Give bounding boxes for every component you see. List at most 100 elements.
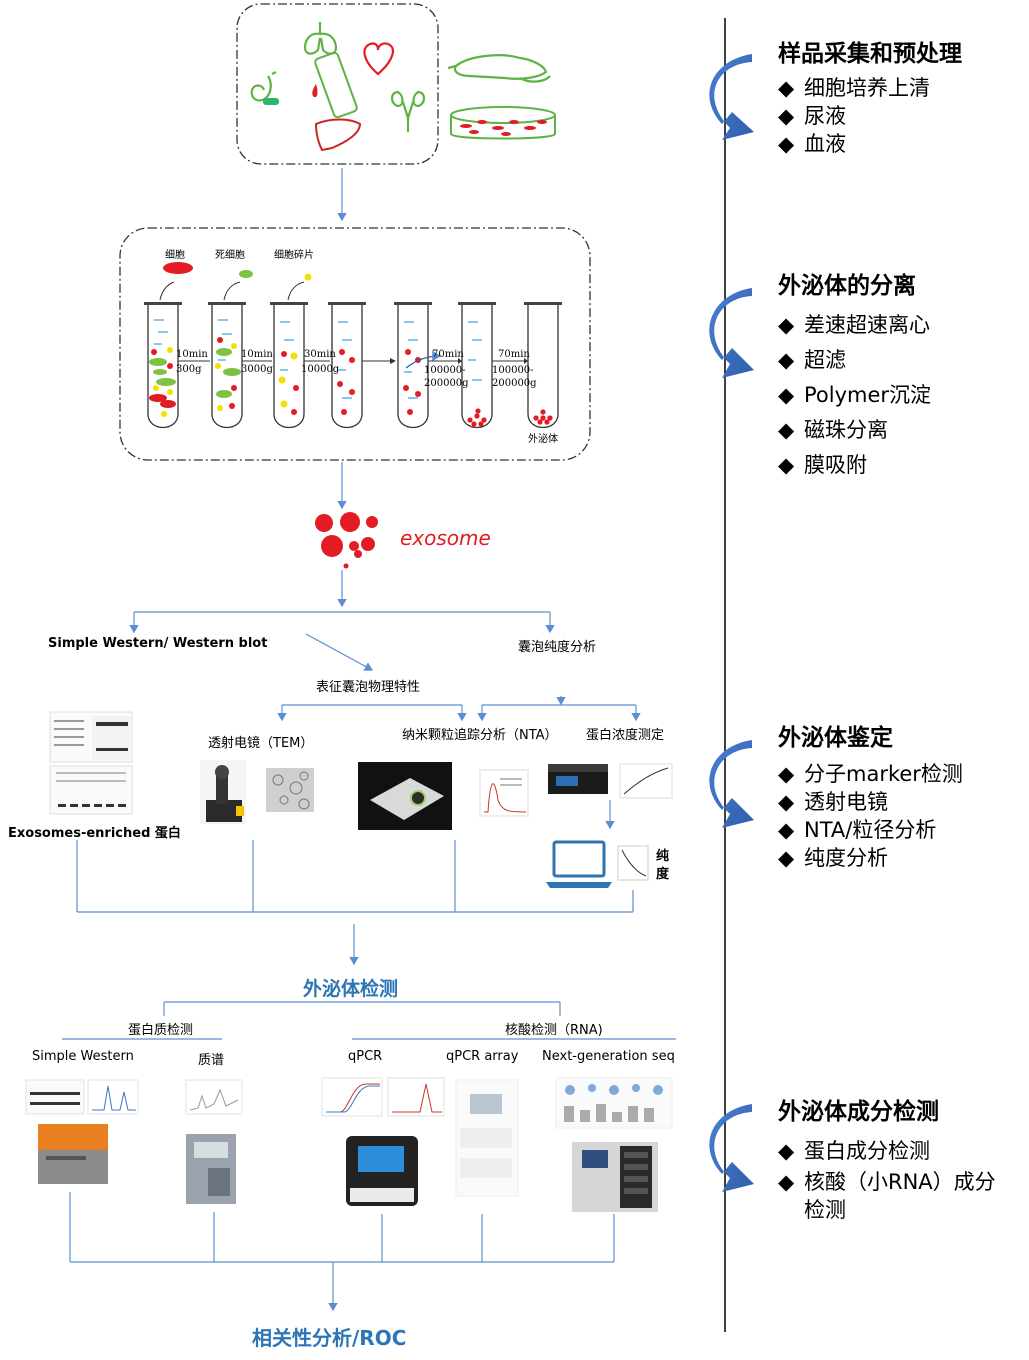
simple-western-instrument-image [38,1124,108,1184]
kidney-icon [390,90,426,132]
diamond-bullet-icon: ◆ [778,313,795,337]
diamond-bullet-icon: ◆ [778,453,795,477]
sequencer-image [572,1142,658,1212]
step2-time: 10min [241,349,273,360]
nta-label: 纳米颗粒追踪分析（NTA） [402,728,558,743]
diamond-bullet-icon: ◆ [778,383,795,407]
list-item: ◆NTA/粒径分析 [778,818,937,842]
section-title: 外泌体鉴定 [778,725,893,751]
purity-chart-image [617,845,649,881]
diamond-bullet-icon: ◆ [778,818,795,842]
purity-vertical-label: 纯度 [656,849,670,882]
protein-group-label: 蛋白质检测 [128,1023,194,1038]
step5-speed: 100000-200000g [492,365,537,389]
laptop-icon [546,840,612,888]
method-mass-spec: 质谱 [198,1053,225,1068]
rat-icon [447,54,551,83]
mass-spec-spectrum-image [185,1079,243,1115]
petri-dish-icon [450,106,556,140]
cell-symbol [163,262,193,274]
exosome-icon [315,512,378,569]
step3-time: 30min [304,349,336,360]
curved-arrow-icon [709,54,754,1192]
step4-speed: 100000-200000g [424,365,469,389]
standard-curve-image [619,763,673,799]
list-item: ◆超滤 [778,343,931,378]
isolation-panel-border [119,227,591,461]
protein-conc-label: 蛋白浓度测定 [586,728,665,743]
plate-reader-image [548,764,608,794]
cell-label: 细胞 [165,250,185,261]
section-title: 样品采集和预处理 [778,41,962,67]
liver-icon [314,118,362,152]
stomach-fill [263,98,279,105]
sidebar-section-components: 外泌体成分检测 ◆蛋白成分检测 ◆核酸（小RNA）成分检测 [778,1092,1014,1224]
mass-spectrometer-image [186,1134,236,1204]
list-item: ◆血液 [778,132,846,156]
simple-western-trace-image [25,1079,139,1115]
western-label: Simple Western/ Western blot [48,636,268,651]
purity-label: 囊泡纯度分析 [518,640,597,655]
nta-chart-image [479,769,529,817]
sidebar-section-collection: 样品采集和预处理 ◆细胞培养上清 ◆尿液 ◆血液 [778,34,962,158]
list-item: ◆透射电镜 [778,790,888,814]
step4-time: 70min [432,349,464,360]
diamond-bullet-icon: ◆ [778,790,795,814]
enriched-label: Exosomes-enriched 蛋白 [8,826,181,841]
dead-cell-symbol [239,270,253,278]
step1-time: 10min [176,349,208,360]
step5-time: 70min [498,349,530,360]
list-item: ◆核酸（小RNA）成分检测 [778,1170,996,1222]
step3-speed: 10000g [301,364,340,375]
sample-panel-border [236,3,439,165]
lungs-icon [303,22,338,55]
method-qpcr-array: qPCR array [446,1049,519,1064]
section-title: 外泌体的分离 [778,273,916,299]
detection-title: 外泌体检测 [303,978,399,1000]
exosome-label: exosome [400,526,491,550]
exosome-pellet-label: 外泌体 [528,434,558,445]
stomach-icon [250,71,277,102]
nta-instrument-image [358,762,452,830]
list-item: ◆分子marker检测 [778,762,963,786]
ngs-workflow-image [555,1077,673,1129]
diamond-bullet-icon: ◆ [778,76,795,100]
step1-speed: 300g [176,364,202,375]
list-item: ◆细胞培养上清 [778,76,930,100]
qpcr-instrument-image [346,1136,418,1206]
diamond-bullet-icon: ◆ [778,348,795,372]
qpcr-curve-image [321,1077,445,1117]
heart-icon [363,42,395,76]
diamond-bullet-icon: ◆ [778,762,795,786]
organ-icons [250,22,551,132]
debris-symbol [304,273,312,281]
dead-cell-label: 死细胞 [215,250,245,261]
tem-image [266,768,314,812]
method-simple-western: Simple Western [32,1049,134,1064]
diamond-bullet-icon: ◆ [778,418,795,442]
list-item: ◆蛋白成分检测 [778,1134,1014,1168]
tem-microscope-image [200,760,246,824]
western-blot-image [49,711,133,815]
physical-label: 表征囊泡物理特性 [316,680,421,695]
debris-label: 细胞碎片 [274,250,314,261]
list-item: ◆差速超速离心 [778,308,931,343]
method-ngs: Next-generation seq [542,1049,675,1064]
centrifuge-tubes [147,304,559,428]
diamond-bullet-icon: ◆ [778,1139,795,1163]
blood-tube-icon [312,51,358,119]
diamond-bullet-icon: ◆ [778,104,795,128]
list-item: ◆Polymer沉淀 [778,378,931,413]
qpcr-array-image [455,1079,519,1197]
diamond-bullet-icon: ◆ [778,132,795,156]
method-qpcr: qPCR [348,1049,383,1064]
step2-speed: 3000g [241,364,273,375]
list-item: ◆尿液 [778,104,846,128]
list-item: ◆膜吸附 [778,448,931,483]
rna-group-label: 核酸检测（RNA) [505,1023,603,1038]
list-item: ◆磁珠分离 [778,413,931,448]
final-step-label: 相关性分析/ROC [252,1326,407,1350]
sidebar-section-identification: 外泌体鉴定 ◆分子marker检测 ◆透射电镜 ◆NTA/粒径分析 ◆纯度分析 [778,718,963,872]
diamond-bullet-icon: ◆ [778,846,795,870]
